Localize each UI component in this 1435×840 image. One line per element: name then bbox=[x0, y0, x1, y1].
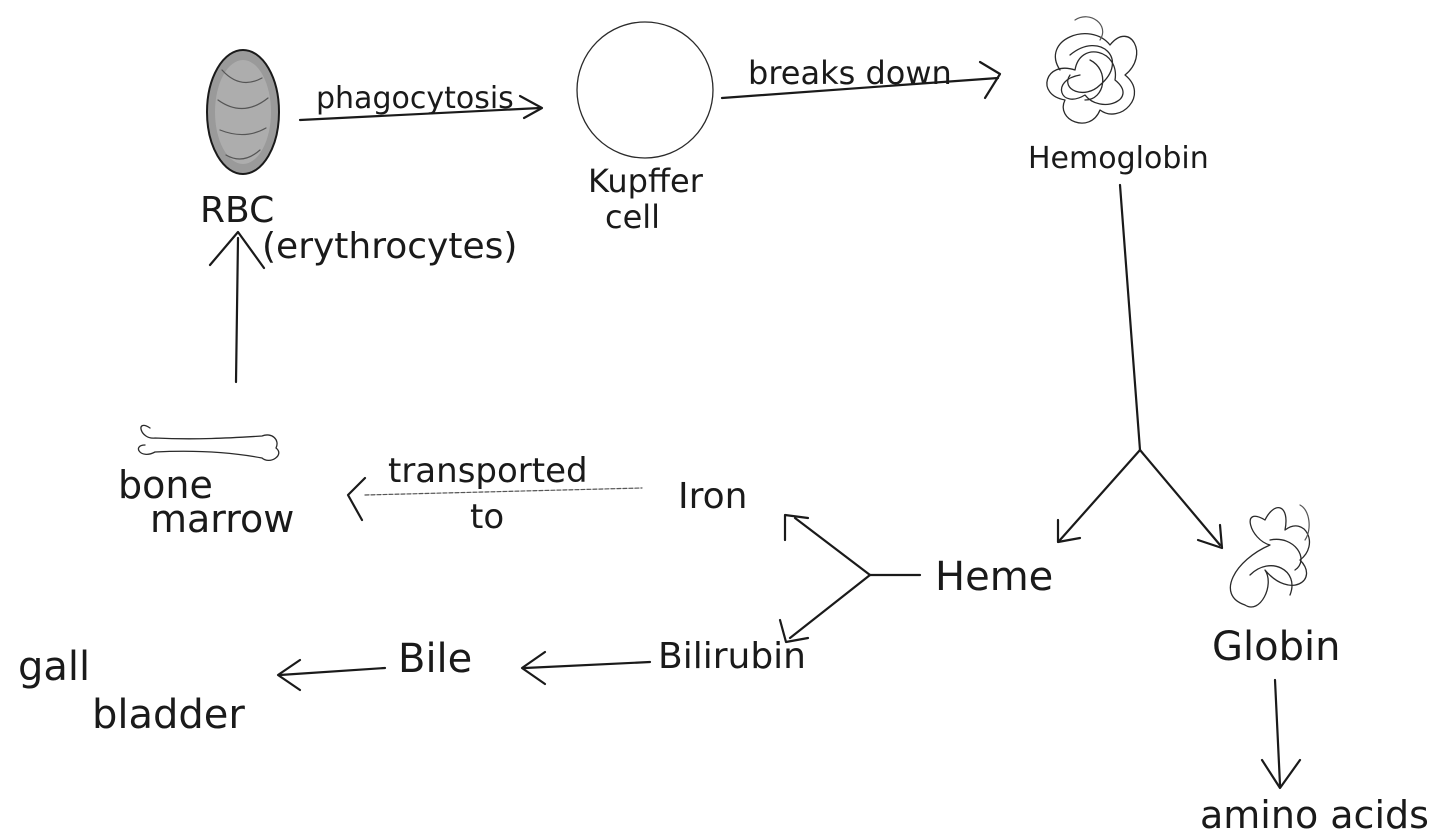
arrow-heme-split bbox=[780, 515, 920, 642]
transported-label: transported bbox=[388, 451, 588, 491]
gall-label: gall bbox=[18, 644, 90, 690]
arrow-bilirubin-to-bile bbox=[522, 652, 650, 684]
marrow-label: marrow bbox=[150, 497, 294, 541]
hemoglobin-label: Hemoglobin bbox=[1028, 141, 1209, 176]
kupffer-label: Kupffer bbox=[588, 162, 704, 200]
bilirubin-label: Bilirubin bbox=[658, 636, 806, 677]
rbc-cell-drawing bbox=[207, 50, 279, 174]
iron-label: Iron bbox=[678, 476, 747, 517]
bile-label: Bile bbox=[398, 636, 472, 682]
phagocytosis-label: phagocytosis bbox=[316, 81, 514, 116]
bone-drawing bbox=[138, 425, 278, 460]
heme-label: Heme bbox=[935, 554, 1053, 600]
arrow-bile-to-gallbladder bbox=[278, 660, 385, 690]
arrow-hemoglobin-split bbox=[1058, 185, 1222, 548]
hemoglobin-drawing bbox=[1047, 17, 1137, 123]
amino-acids-label: amino acids bbox=[1200, 793, 1429, 837]
rbc-label: RBC bbox=[200, 190, 274, 231]
arrow-bone-marrow-to-rbc bbox=[210, 232, 264, 382]
kupffer-cell-label: cell bbox=[605, 198, 660, 236]
breaks-down-label: breaks down bbox=[748, 54, 952, 92]
rbc-paren-label: (erythrocytes) bbox=[262, 226, 517, 267]
kupffer-cell-drawing bbox=[577, 22, 713, 158]
bladder-label: bladder bbox=[92, 692, 245, 738]
to-label: to bbox=[470, 497, 504, 537]
globin-drawing bbox=[1230, 505, 1309, 607]
arrow-globin-to-amino-acids bbox=[1262, 680, 1300, 788]
globin-label: Globin bbox=[1212, 624, 1340, 670]
